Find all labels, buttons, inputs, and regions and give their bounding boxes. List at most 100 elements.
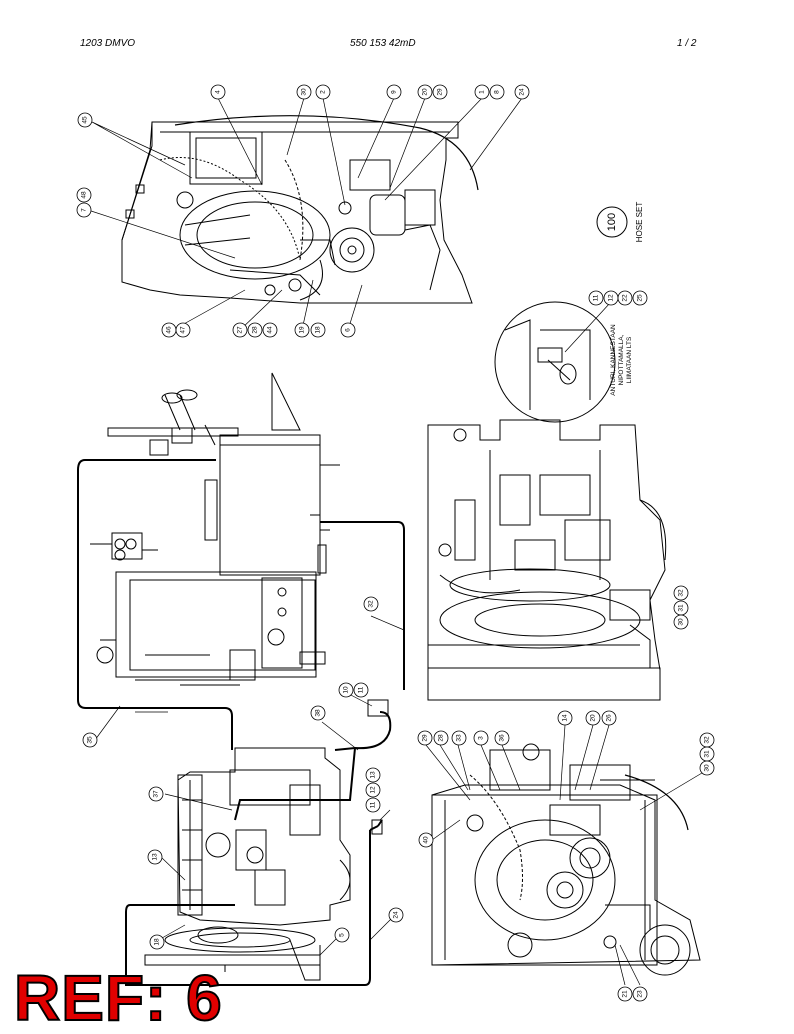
callout-number: 40 (423, 836, 430, 844)
callout-number: 5 (339, 933, 346, 937)
callout-number: 22 (622, 294, 629, 302)
callout-circle (315, 84, 331, 100)
callout-number: 31 (704, 750, 711, 758)
callout-circle (296, 84, 312, 100)
hose-set-label: HOSE SET (635, 202, 644, 243)
left-middle-view (90, 372, 340, 686)
callout-number: 47 (180, 326, 187, 334)
callout-circle (432, 84, 448, 100)
callout-number: 6 (345, 328, 352, 332)
callout-number: 12 (608, 294, 615, 302)
callout-circle (451, 730, 467, 746)
callout-circle (433, 730, 449, 746)
callout-number: 10 (343, 686, 350, 694)
callout-circle (149, 934, 165, 950)
callout-number: 1 (479, 90, 486, 94)
callout-circle (514, 84, 530, 100)
callout-circle (82, 732, 98, 748)
hose-set-number: 100 (606, 213, 618, 231)
callout-circle (617, 290, 633, 306)
callout-circle (673, 585, 689, 601)
callout-circle (76, 202, 92, 218)
callout-circle (388, 907, 404, 923)
callout-number: 26 (606, 714, 613, 722)
callout-circle (232, 322, 248, 338)
callout-circle (175, 322, 191, 338)
callout-circle (363, 596, 379, 612)
callout-number: 32 (678, 589, 685, 597)
callout-number: 29 (422, 734, 429, 742)
callout-number: 37 (153, 790, 160, 798)
callout-number: 45 (82, 116, 89, 124)
callout-number: 28 (252, 326, 259, 334)
callout-number: 32 (368, 600, 375, 608)
middle-right-view (427, 419, 667, 701)
callout-number: 9 (391, 90, 398, 94)
callout-number: 28 (438, 734, 445, 742)
callout-circle (365, 782, 381, 798)
note-line-2: NIPOTTAMALLA, (618, 334, 625, 385)
callout-number: 27 (237, 326, 244, 334)
callout-number: 36 (499, 734, 506, 742)
callout-circle (699, 760, 715, 776)
callout-circle (588, 290, 604, 306)
callout-number: 32 (704, 736, 711, 744)
callout-number: 20 (422, 88, 429, 96)
callout-circle (557, 710, 573, 726)
note-line-1: ANTURI, KANNESTAAN (610, 324, 617, 396)
callout-number: 11 (358, 686, 365, 693)
callout-number: 20 (590, 714, 597, 722)
callout-number: 3 (478, 736, 485, 740)
callout-number: 33 (456, 734, 463, 742)
callout-circle (417, 730, 433, 746)
callout-circle (338, 682, 354, 698)
callout-number: 31 (678, 604, 685, 612)
callout-circle (632, 986, 648, 1002)
header-right: 1 / 2 (677, 38, 697, 49)
callout-number: 7 (81, 208, 88, 212)
callout-circle (585, 710, 601, 726)
callout-number: 30 (678, 618, 685, 626)
callout-number: 29 (437, 88, 444, 96)
callout-number: 18 (315, 326, 322, 334)
note-line-3: LIIMATAAN LTS (626, 336, 633, 383)
detail-note: ANTURI, KANNESTAAN NIPOTTAMALLA, LIIMATA… (610, 324, 633, 396)
callout-circle (473, 730, 489, 746)
top-assembly-view (121, 115, 479, 304)
detail-circle (494, 301, 616, 423)
callout-number: 23 (637, 990, 644, 998)
ref-label: REF: 6 (13, 962, 223, 1034)
callout-circle (247, 322, 263, 338)
callout-number: 18 (154, 938, 161, 946)
callout-circle (77, 112, 93, 128)
callout-number: 13 (370, 771, 377, 779)
callout-circle (294, 322, 310, 338)
callout-number: 46 (166, 326, 173, 334)
callout-number: 19 (299, 326, 306, 334)
callout-circle (489, 84, 505, 100)
callout-number: 14 (562, 714, 569, 722)
callout-number: 44 (267, 326, 274, 334)
callout-circle (365, 767, 381, 783)
callout-number: 21 (622, 990, 629, 998)
callout-circle (353, 682, 369, 698)
callout-circle (365, 797, 381, 813)
header-left: 1203 DMVO (80, 38, 136, 49)
callout-circle (210, 84, 226, 100)
callout-circle (310, 322, 326, 338)
callout-circle (310, 705, 326, 721)
callout-circle (334, 927, 350, 943)
callout-number: 30 (301, 88, 308, 96)
callout-circle (474, 84, 490, 100)
callout-number: 12 (370, 786, 377, 794)
callout-number: 4 (215, 90, 222, 94)
callout-circle (148, 786, 164, 802)
callout-number: 13 (152, 853, 159, 861)
callout-circle (76, 187, 92, 203)
callout-number: 48 (81, 191, 88, 199)
header-center: 550 153 42mD (350, 38, 416, 49)
callout-circle (617, 986, 633, 1002)
callout-number: 25 (637, 294, 644, 302)
